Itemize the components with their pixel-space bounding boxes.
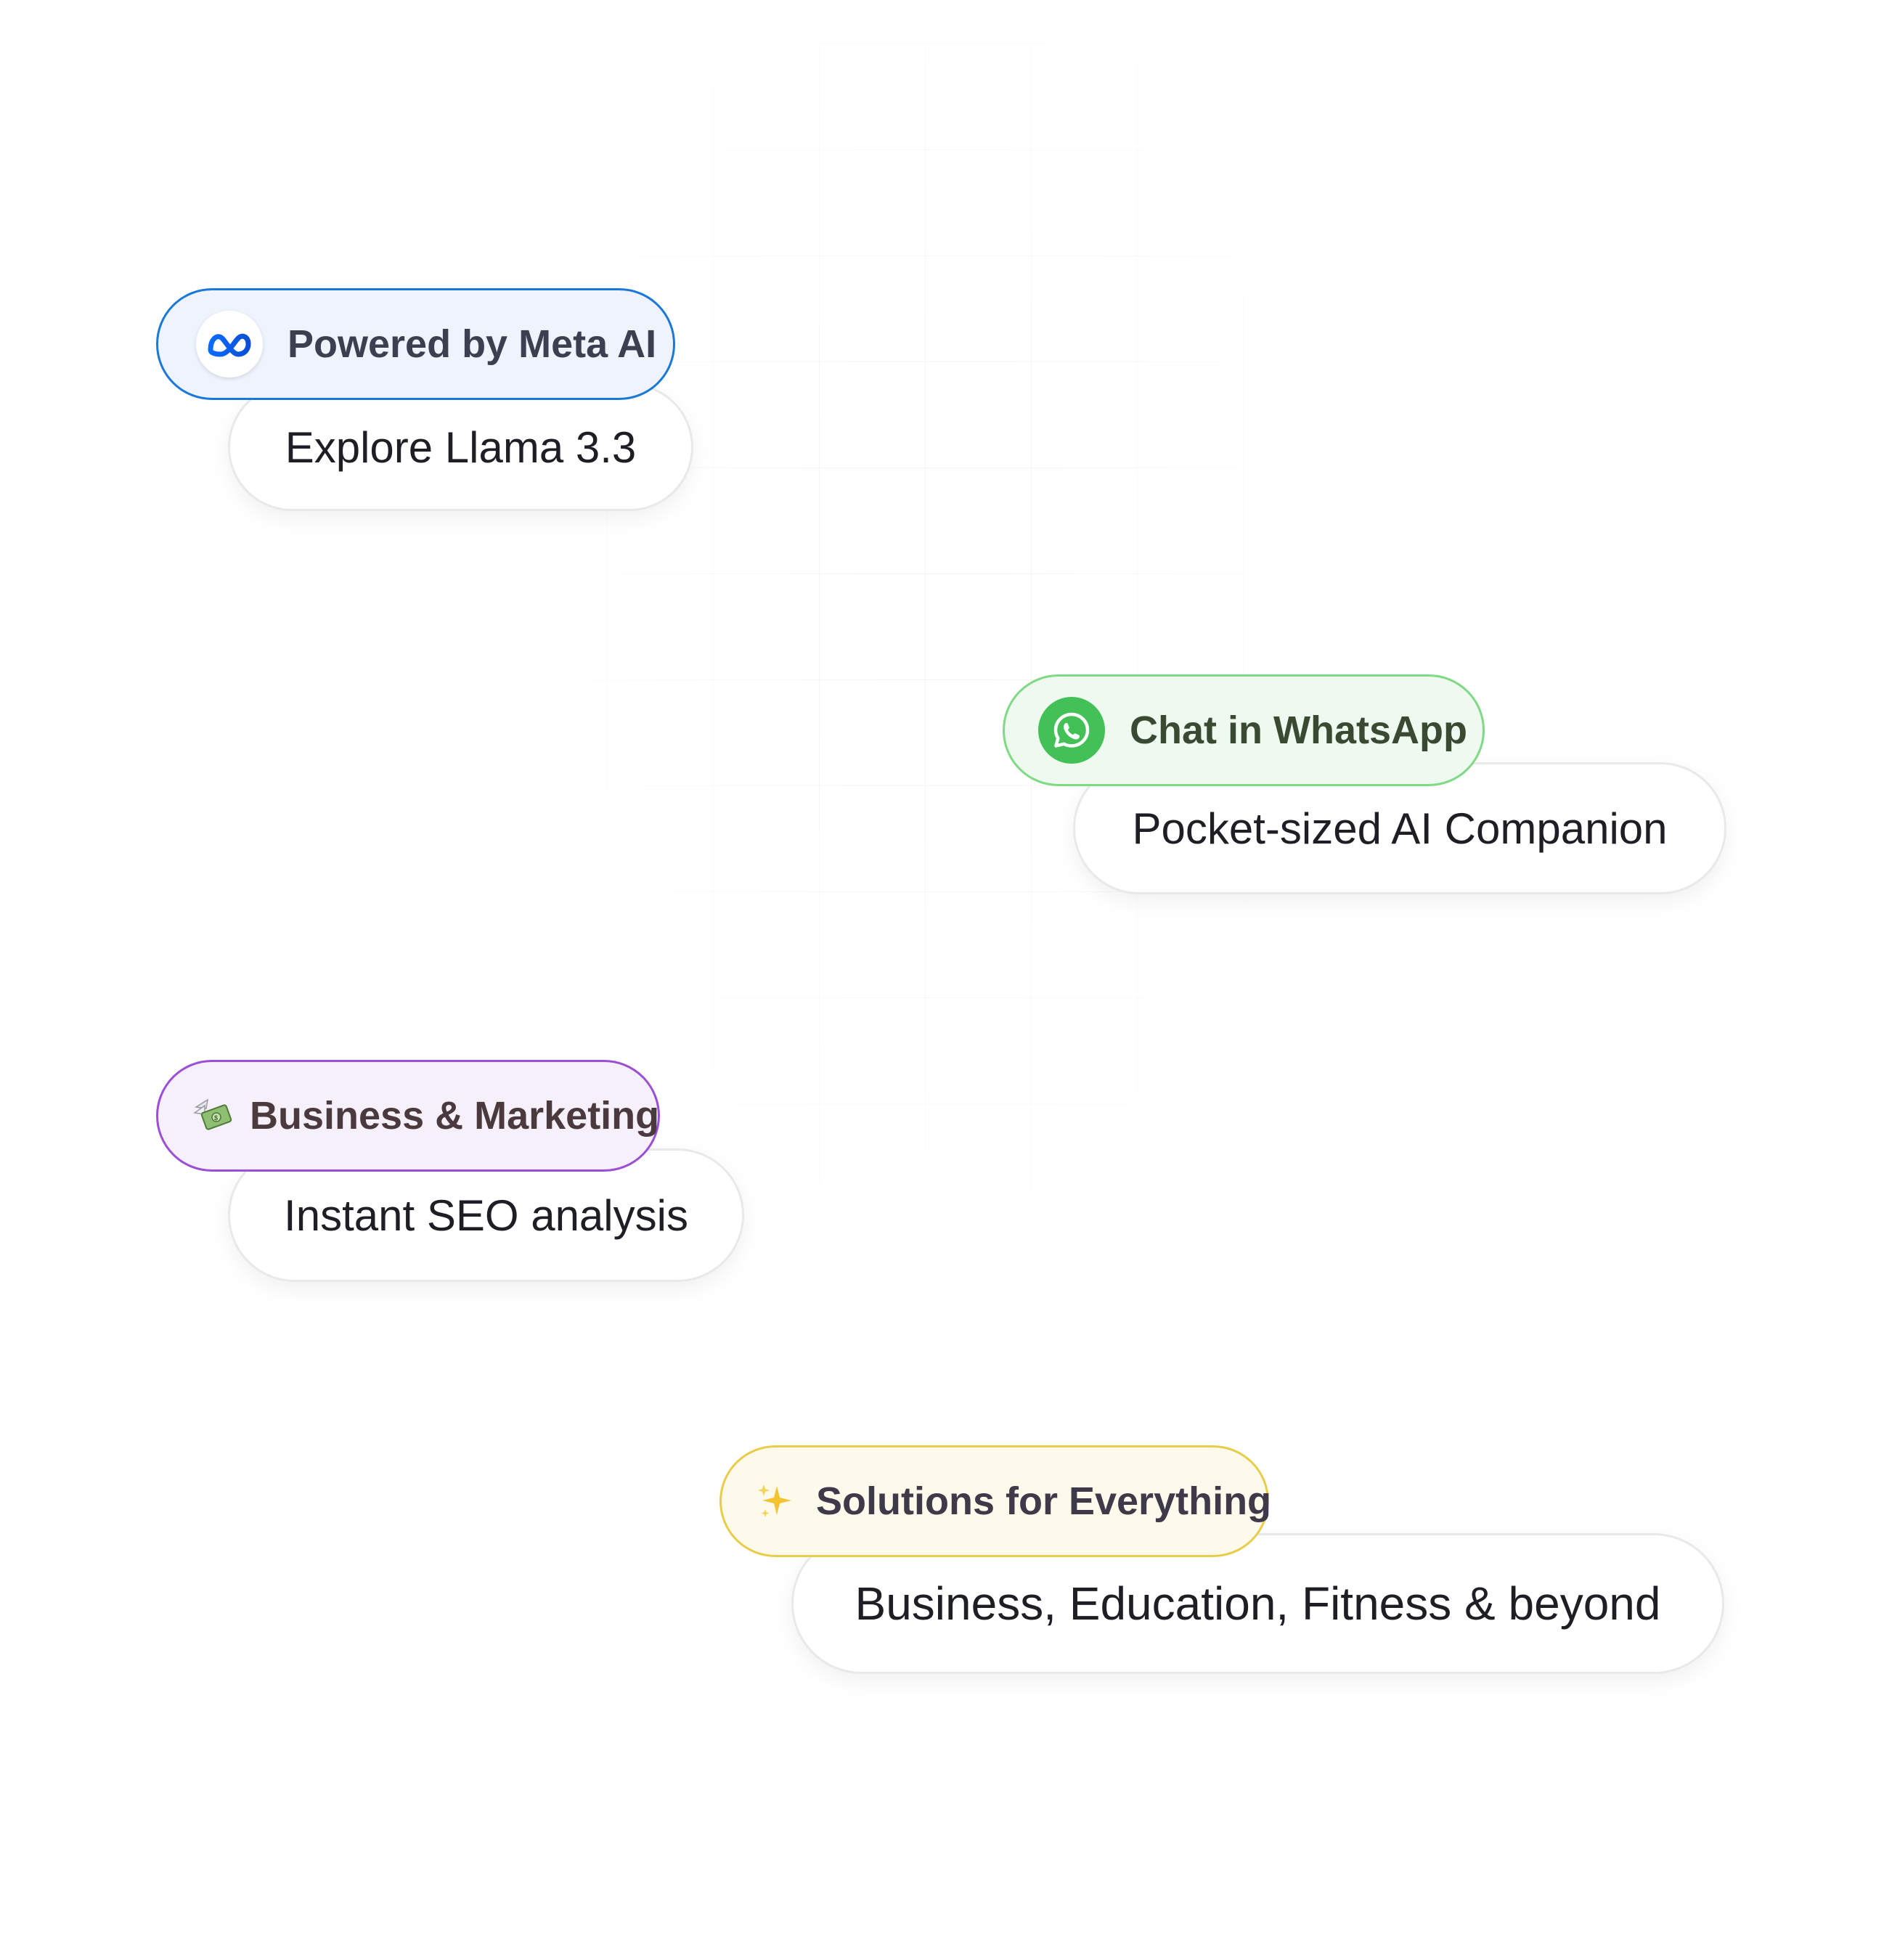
business-marketing-badge: $ Business & Marketing [156,1060,660,1172]
pill-label: Chat in WhatsApp [1130,709,1467,752]
card-text: Pocket-sized AI Companion [1132,804,1668,853]
card-text: Explore Llama 3.3 [285,422,637,472]
explore-llama-card[interactable]: Explore Llama 3.3 [228,383,693,511]
money-with-wings-icon: $ [192,1094,235,1138]
meta-logo-icon [196,311,263,377]
chat-in-whatsapp-badge: Chat in WhatsApp [1003,674,1485,786]
whatsapp-icon [1038,697,1105,764]
solutions-for-everything-badge: Solutions for Everything [719,1445,1272,1557]
sparkles-icon [755,1480,797,1522]
pill-label: Powered by Meta AI [288,322,657,366]
pill-label: Solutions for Everything [816,1479,1272,1523]
pill-label: Business & Marketing [250,1094,660,1138]
powered-by-meta-ai-badge: Powered by Meta AI [156,288,675,400]
card-text: Instant SEO analysis [284,1191,688,1240]
card-text: Business, Education, Fitness & beyond [855,1577,1661,1630]
svg-text:$: $ [214,1114,218,1122]
business-education-fitness-card[interactable]: Business, Education, Fitness & beyond [791,1533,1724,1674]
